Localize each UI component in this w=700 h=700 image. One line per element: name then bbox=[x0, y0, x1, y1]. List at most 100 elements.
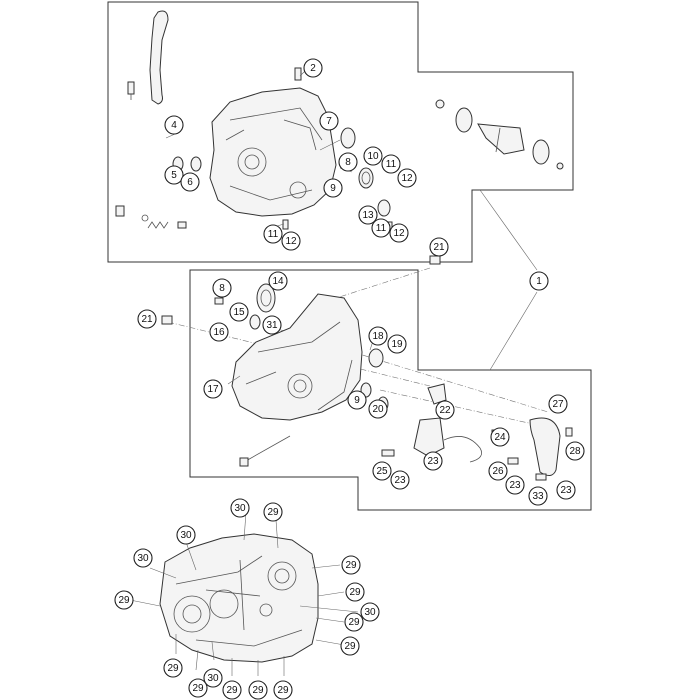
callout-circle bbox=[371, 218, 391, 238]
seal-19 bbox=[368, 348, 384, 368]
callout-number: 30 bbox=[207, 673, 219, 684]
crankshaft-assembly bbox=[435, 99, 564, 170]
callout-circle bbox=[263, 502, 283, 522]
callout-circle bbox=[529, 271, 549, 291]
callout-number: 8 bbox=[219, 283, 225, 294]
callout-circle bbox=[528, 486, 548, 506]
callout-number: 13 bbox=[362, 210, 374, 221]
callout-25: 25 bbox=[372, 461, 392, 481]
chain-guide-rail bbox=[149, 10, 169, 105]
callout-circle bbox=[273, 680, 293, 700]
callout-29: 29 bbox=[163, 658, 183, 678]
callout-31: 31 bbox=[262, 315, 282, 335]
callout-number: 9 bbox=[354, 395, 360, 406]
callout-number: 7 bbox=[326, 116, 332, 127]
callout-circle bbox=[229, 302, 249, 322]
callout-number: 29 bbox=[344, 641, 356, 652]
callout-circle bbox=[248, 680, 268, 700]
callout-circle bbox=[341, 555, 361, 575]
callout-29: 29 bbox=[114, 590, 134, 610]
callout-number: 29 bbox=[167, 663, 179, 674]
callout-9: 9 bbox=[347, 390, 367, 410]
callout-number: 25 bbox=[376, 466, 388, 477]
callout-15: 15 bbox=[229, 302, 249, 322]
callout-12: 12 bbox=[397, 168, 417, 188]
callout-9: 9 bbox=[323, 178, 343, 198]
callout-23: 23 bbox=[390, 470, 410, 490]
callout-number: 29 bbox=[118, 595, 130, 606]
callout-5: 5 bbox=[164, 165, 184, 185]
callout-circle bbox=[488, 461, 508, 481]
callout-30: 30 bbox=[133, 548, 153, 568]
screw-plug bbox=[115, 205, 125, 217]
callout-29: 29 bbox=[273, 680, 293, 700]
callout-number: 23 bbox=[427, 456, 439, 467]
callout-number: 16 bbox=[213, 327, 225, 338]
bearing-10 bbox=[358, 167, 374, 189]
callout-number: 10 bbox=[367, 151, 379, 162]
callout-circle bbox=[180, 172, 200, 192]
callout-circle bbox=[347, 390, 367, 410]
callout-4: 4 bbox=[164, 115, 184, 135]
callout-number: 29 bbox=[277, 685, 289, 696]
callout-29: 29 bbox=[263, 502, 283, 522]
sprocket-cover-27 bbox=[529, 417, 561, 476]
callout-29: 29 bbox=[340, 636, 360, 656]
callout-circle bbox=[303, 58, 323, 78]
frame-middle-group bbox=[189, 269, 592, 511]
callout-number: 11 bbox=[268, 229, 279, 240]
callout-number: 2 bbox=[310, 63, 316, 74]
callout-11: 11 bbox=[381, 154, 401, 174]
callout-number: 29 bbox=[192, 683, 204, 694]
callout-number: 29 bbox=[226, 685, 238, 696]
callout-21: 21 bbox=[137, 309, 157, 329]
frame-upper-group bbox=[107, 1, 574, 263]
callout-8: 8 bbox=[212, 278, 232, 298]
callout-6: 6 bbox=[180, 172, 200, 192]
callout-29: 29 bbox=[222, 680, 242, 700]
callout-circle bbox=[164, 165, 184, 185]
callout-number: 21 bbox=[141, 314, 153, 325]
callout-number: 12 bbox=[285, 236, 297, 247]
callout-11: 11 bbox=[371, 218, 391, 238]
callout-12: 12 bbox=[389, 223, 409, 243]
callout-12: 12 bbox=[281, 231, 301, 251]
gear-position-sensor bbox=[427, 383, 447, 405]
callout-circle bbox=[262, 315, 282, 335]
callout-29: 29 bbox=[248, 680, 268, 700]
callout-circle bbox=[263, 224, 283, 244]
callout-16: 16 bbox=[209, 322, 229, 342]
callout-30: 30 bbox=[176, 525, 196, 545]
callout-number: 26 bbox=[492, 466, 504, 477]
callout-circle bbox=[435, 400, 455, 420]
callout-number: 21 bbox=[433, 242, 445, 253]
callout-circle bbox=[188, 678, 208, 698]
callout-circle bbox=[387, 334, 407, 354]
callout-30: 30 bbox=[360, 602, 380, 622]
callout-number: 30 bbox=[180, 530, 192, 541]
callout-number: 6 bbox=[187, 177, 193, 188]
callout-number: 29 bbox=[252, 685, 264, 696]
callout-circle bbox=[390, 470, 410, 490]
callout-circle bbox=[389, 223, 409, 243]
callout-number: 30 bbox=[234, 503, 246, 514]
callout-26: 26 bbox=[488, 461, 508, 481]
callout-number: 29 bbox=[267, 507, 279, 518]
callout-number: 12 bbox=[393, 228, 405, 239]
callout-number: 8 bbox=[345, 157, 351, 168]
callout-18: 18 bbox=[368, 326, 388, 346]
callout-33: 33 bbox=[528, 486, 548, 506]
callout-20: 20 bbox=[368, 399, 388, 419]
callout-number: 24 bbox=[494, 432, 506, 443]
callout-14: 14 bbox=[268, 271, 288, 291]
left-crankcase-half bbox=[209, 87, 337, 217]
callout-23: 23 bbox=[423, 451, 443, 471]
callout-number: 30 bbox=[364, 607, 376, 618]
callout-number: 17 bbox=[207, 384, 219, 395]
callout-number: 15 bbox=[233, 307, 245, 318]
callout-number: 23 bbox=[394, 475, 406, 486]
callout-circle bbox=[230, 498, 250, 518]
callout-circle bbox=[164, 115, 184, 135]
callout-17: 17 bbox=[203, 379, 223, 399]
